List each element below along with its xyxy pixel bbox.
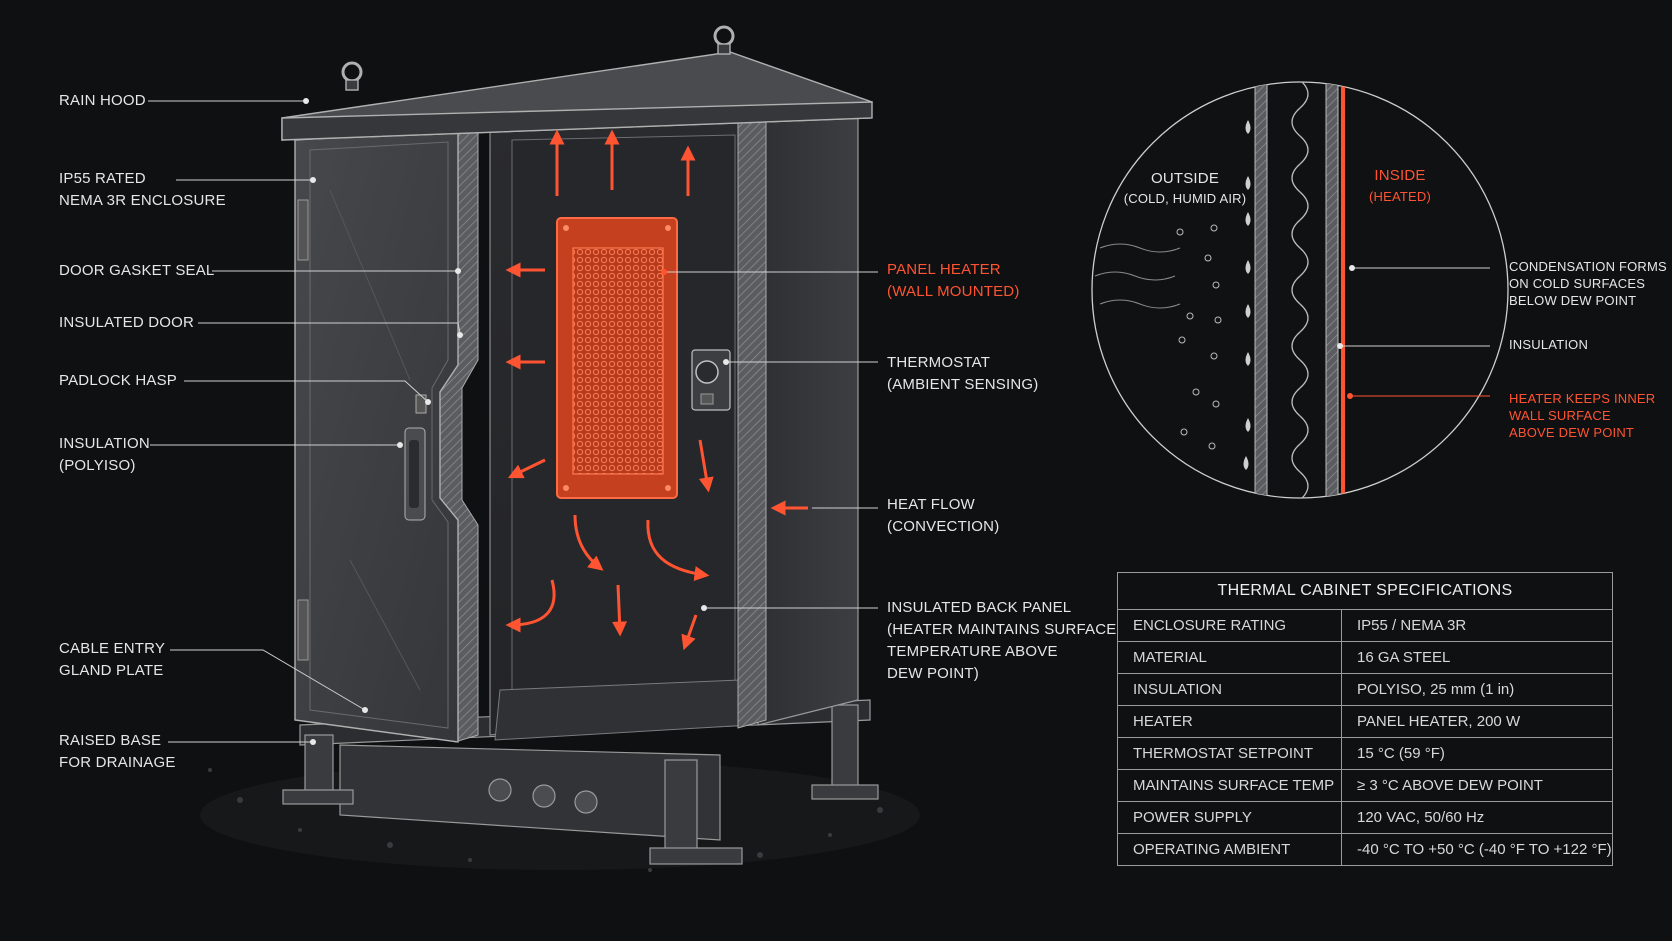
spec-value: IP55 / NEMA 3R xyxy=(1341,609,1613,642)
spec-key: MATERIAL xyxy=(1117,641,1342,674)
spec-key: INSULATION xyxy=(1117,673,1342,706)
spec-value: PANEL HEATER, 200 W xyxy=(1341,705,1613,738)
label-inside-sub: (HEATED) xyxy=(1368,189,1432,204)
spec-value: ≥ 3 °C ABOVE DEW POINT xyxy=(1341,769,1613,802)
spec-key: OPERATING AMBIENT xyxy=(1117,833,1342,866)
spec-value: 16 GA STEEL xyxy=(1341,641,1613,674)
label-raised-base: RAISED BASE FOR DRAINAGE xyxy=(59,732,176,771)
label-thermostat: THERMOSTAT (AMBIENT SENSING) xyxy=(887,354,1039,393)
label-insulation-polyiso: INSULATION (POLYISO) xyxy=(59,435,150,474)
label-condensation: CONDENSATION FORMS ON COLD SURFACES BELO… xyxy=(1509,259,1667,308)
thermostat xyxy=(691,349,731,411)
leader-dots xyxy=(303,98,729,745)
label-ip55-rating: IP55 RATED NEMA 3R ENCLOSURE xyxy=(59,170,226,209)
specifications-title: THERMAL CABINET SPECIFICATIONS xyxy=(1117,572,1613,610)
label-heater-keeps: HEATER KEEPS INNER WALL SURFACE ABOVE DE… xyxy=(1509,391,1656,440)
rain-hood xyxy=(281,25,873,141)
spec-value: -40 °C TO +50 °C (-40 °F TO +122 °F) xyxy=(1341,833,1613,866)
panel-heater xyxy=(556,217,678,499)
label-outside: OUTSIDE xyxy=(1150,170,1220,187)
side-wall xyxy=(757,109,859,726)
spec-key: MAINTAINS SURFACE TEMP xyxy=(1117,769,1342,802)
label-cable-entry: CABLE ENTRY GLAND PLATE xyxy=(59,640,166,679)
label-door-gasket-seal: DOOR GASKET SEAL xyxy=(59,262,215,279)
label-detail-insulation: INSULATION xyxy=(1509,337,1589,352)
label-padlock-hasp: PADLOCK HASP xyxy=(59,372,177,389)
leader-lines xyxy=(148,100,878,743)
spec-value: 15 °C (59 °F) xyxy=(1341,737,1613,770)
spec-value: 120 VAC, 50/60 Hz xyxy=(1341,801,1613,834)
spec-key: ENCLOSURE RATING xyxy=(1117,609,1342,642)
label-insulated-door: INSULATED DOOR xyxy=(59,314,195,331)
spec-key: HEATER xyxy=(1117,705,1342,738)
convection-arrows xyxy=(505,129,808,651)
spec-value: POLYISO, 25 mm (1 in) xyxy=(1341,673,1613,706)
wall-section-detail xyxy=(1091,81,1509,499)
label-outside-sub: (COLD, HUMID AIR) xyxy=(1123,191,1247,206)
insulated-door xyxy=(294,129,459,743)
label-panel-heater: PANEL HEATER (WALL MOUNTED) xyxy=(887,261,1020,300)
label-rain-hood: RAIN HOOD xyxy=(59,92,146,109)
spec-key: POWER SUPPLY xyxy=(1117,801,1342,834)
label-inside: INSIDE xyxy=(1374,167,1426,184)
insulated-frame xyxy=(737,99,767,729)
specifications-table: THERMAL CABINET SPECIFICATIONS ENCLOSURE… xyxy=(1117,572,1613,866)
table-row: MAINTAINS SURFACE TEMP≥ 3 °C ABOVE DEW P… xyxy=(1117,769,1613,802)
spec-key: THERMOSTAT SETPOINT xyxy=(1117,737,1342,770)
table-row: OPERATING AMBIENT-40 °C TO +50 °C (-40 °… xyxy=(1117,833,1613,866)
label-heat-flow: HEAT FLOW (CONVECTION) xyxy=(887,496,1000,535)
label-back-panel: INSULATED BACK PANEL (HEATER MAINTAINS S… xyxy=(887,599,1117,682)
